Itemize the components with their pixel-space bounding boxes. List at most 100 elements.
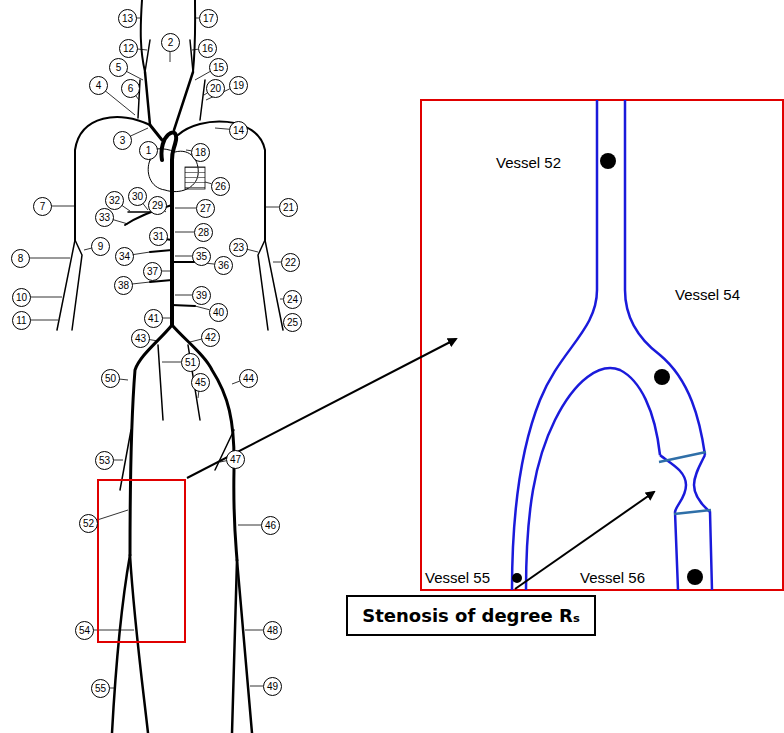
callout-number: 31 [149,227,168,246]
leader-line [161,271,170,272]
leader-line [113,220,128,224]
callout-number: 49 [263,677,282,696]
callout-number: 25 [283,313,302,332]
callout-number: 40 [209,303,228,322]
callout-number: 43 [131,329,150,348]
vessel-label: Vessel 54 [674,287,741,304]
callout-number: 28 [194,223,213,242]
callout-number: 6 [121,79,140,98]
callout-number: 41 [144,309,163,328]
callout-number: 5 [109,58,128,77]
callout-number: 7 [33,197,52,216]
leader-line [215,128,229,129]
callout-box: Stenosis of degree Rₛ [346,595,596,636]
leader-line [51,206,75,207]
callout-number: 30 [128,187,147,206]
leader-line [121,205,130,211]
callout-number: 16 [198,39,217,58]
callout-number: 15 [209,58,228,77]
leader-line [245,630,263,631]
leader-line [30,297,62,298]
stenosis-bounds [659,452,711,514]
callout-number: 36 [214,256,233,275]
callout-number: 46 [261,516,280,535]
leader-line [175,208,196,209]
callout-number: 48 [263,621,282,640]
arterial-tree [57,0,283,733]
callout-number: 27 [196,199,215,218]
zoom-arrow [187,339,456,478]
callout-number: 13 [118,9,137,28]
leader-line [175,256,192,257]
callout-number: 52 [79,514,98,533]
leader-line [190,339,201,342]
bifurcation-vessels [512,100,712,590]
leader-line [175,295,192,296]
callout-number: 33 [95,208,114,227]
zoom-panel [421,100,783,590]
callout-number: 51 [181,353,200,372]
stenosis-pointer [515,492,654,589]
vessel-label: Vessel 52 [495,155,562,172]
callout-number: 20 [206,79,225,98]
callout-number: 32 [105,191,124,210]
leader-line [30,320,58,321]
callout-number: 47 [226,450,245,469]
leader-line [133,252,150,255]
callout-number: 4 [89,76,108,95]
callout-number: 39 [192,286,211,305]
zoom-region [98,480,185,642]
callout-number: 45 [191,373,210,392]
callout-number: 22 [281,253,300,272]
callout-number: 34 [115,247,134,266]
leader-line [29,258,70,259]
callout-number: 35 [192,247,211,266]
leader-line [266,207,279,208]
callout-number: 2 [161,33,180,52]
callout-number: 42 [201,328,220,347]
box-text: Stenosis of degree Rₛ [362,605,580,626]
leader-line [273,262,281,263]
leader-line [175,232,194,233]
callout-number: 55 [91,679,110,698]
callout-number: 12 [119,39,138,58]
leader-line [162,362,181,363]
vessel-label: Vessel 55 [424,570,491,587]
callout-number: 29 [148,196,167,215]
callout-number: 10 [12,288,31,307]
callout-number: 26 [211,177,230,196]
callout-number: 54 [75,621,94,640]
leader-line [195,71,210,80]
leader-line [162,318,170,319]
callout-number: 8 [11,249,30,268]
callout-number: 23 [229,238,248,257]
leader-line [238,525,261,526]
callout-number: 19 [229,76,248,95]
leader-line [250,686,263,687]
leader-line [232,381,240,384]
callout-number: 38 [114,276,133,295]
callout-number: 17 [199,9,218,28]
leader-line [113,460,123,461]
leader-line [130,128,148,136]
leader-line [84,248,91,250]
leader-line [247,249,258,252]
callout-number: 24 [283,290,302,309]
callout-number: 21 [279,198,298,217]
callout-number: 9 [91,237,110,256]
leader-line [170,51,171,62]
callout-number: 50 [101,369,120,388]
leader-line [93,630,134,631]
leader-line [132,282,150,284]
vessel-label: Vessel 56 [579,570,646,587]
callout-number: 44 [239,369,258,388]
callout-number: 18 [191,143,210,162]
callout-number: 37 [143,262,162,281]
callout-number: 14 [229,121,248,140]
callout-number: 3 [113,131,132,150]
leader-line [97,510,128,520]
measurement-dots [512,153,703,585]
callout-number: 11 [12,311,31,330]
callout-number: 53 [95,451,114,470]
callout-number: 1 [139,141,158,160]
